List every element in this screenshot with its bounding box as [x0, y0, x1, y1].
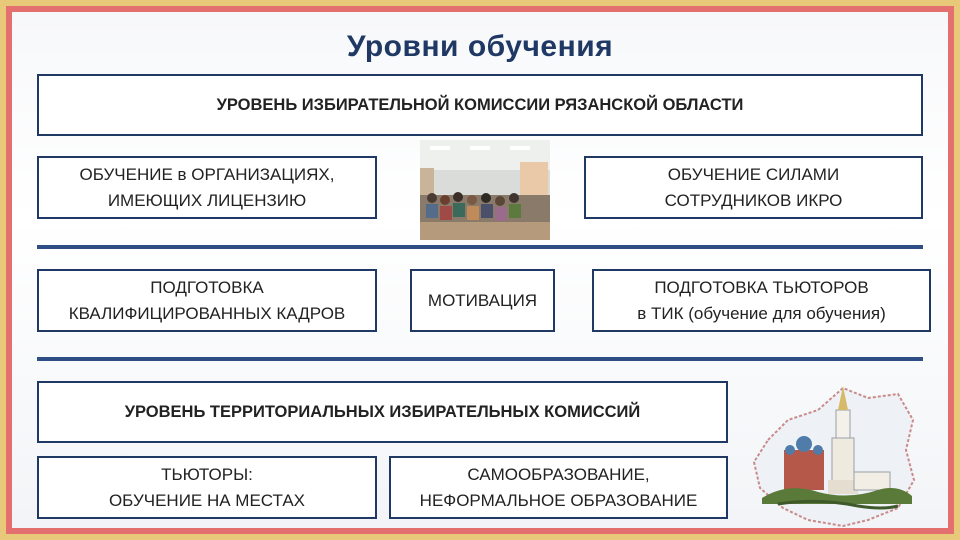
licensed-organizations-line1: ОБУЧЕНИЕ в ОРГАНИЗАЦИЯХ,	[79, 164, 335, 184]
tutors-onsite-line2: ОБУЧЕНИЕ НА МЕСТАХ	[108, 490, 306, 510]
separator-line-1	[37, 245, 923, 249]
region-map-image	[752, 386, 916, 528]
qualified-staff-line2: КВАЛИФИЦИРОВАННЫХ КАДРОВ	[68, 303, 346, 323]
classroom-photo	[420, 140, 550, 240]
tutor-training-line2: в ТИК (обучение для обучения)	[637, 303, 886, 323]
tutors-onsite-line1: ТЬЮТОРЫ:	[161, 464, 253, 484]
tutors-onsite-box: ТЬЮТОРЫ: ОБУЧЕНИЕ НА МЕСТАХ	[37, 456, 377, 519]
self-education-line1: САМООБРАЗОВАНИЕ,	[467, 464, 650, 484]
territorial-level-label: УРОВЕНЬ ТЕРРИТОРИАЛЬНЫХ ИЗБИРАТЕЛЬНЫХ КО…	[124, 403, 641, 421]
ikro-staff-training-box: ОБУЧЕНИЕ СИЛАМИ СОТРУДНИКОВ ИКРО	[584, 156, 923, 219]
tutor-training-box: ПОДГОТОВКА ТЬЮТОРОВ в ТИК (обучение для …	[592, 269, 931, 332]
qualified-staff-line1: ПОДГОТОВКА	[150, 277, 264, 297]
tutor-training-line1: ПОДГОТОВКА ТЬЮТОРОВ	[654, 277, 869, 297]
region-level-label: УРОВЕНЬ ИЗБИРАТЕЛЬНОЙ КОМИССИИ РЯЗАНСКОЙ…	[216, 96, 744, 114]
region-level-box: УРОВЕНЬ ИЗБИРАТЕЛЬНОЙ КОМИССИИ РЯЗАНСКОЙ…	[37, 74, 923, 136]
motivation-box: МОТИВАЦИЯ	[410, 269, 555, 332]
motivation-label: МОТИВАЦИЯ	[427, 290, 538, 310]
qualified-staff-box: ПОДГОТОВКА КВАЛИФИЦИРОВАННЫХ КАДРОВ	[37, 269, 377, 332]
licensed-organizations-box: ОБУЧЕНИЕ в ОРГАНИЗАЦИЯХ, ИМЕЮЩИХ ЛИЦЕНЗИ…	[37, 156, 377, 219]
licensed-organizations-line2: ИМЕЮЩИХ ЛИЦЕНЗИЮ	[107, 190, 307, 210]
region-map-illustration	[748, 380, 920, 530]
self-education-box: САМООБРАЗОВАНИЕ, НЕФОРМАЛЬНОЕ ОБРАЗОВАНИ…	[389, 456, 728, 519]
classroom-photo-image	[420, 140, 550, 240]
ikro-staff-training-line1: ОБУЧЕНИЕ СИЛАМИ	[667, 164, 840, 184]
self-education-line2: НЕФОРМАЛЬНОЕ ОБРАЗОВАНИЕ	[419, 490, 698, 510]
separator-line-2	[37, 357, 923, 361]
ikro-staff-training-line2: СОТРУДНИКОВ ИКРО	[664, 190, 843, 210]
slide-title: Уровни обучения	[346, 30, 614, 63]
territorial-level-box: УРОВЕНЬ ТЕРРИТОРИАЛЬНЫХ ИЗБИРАТЕЛЬНЫХ КО…	[37, 381, 728, 443]
